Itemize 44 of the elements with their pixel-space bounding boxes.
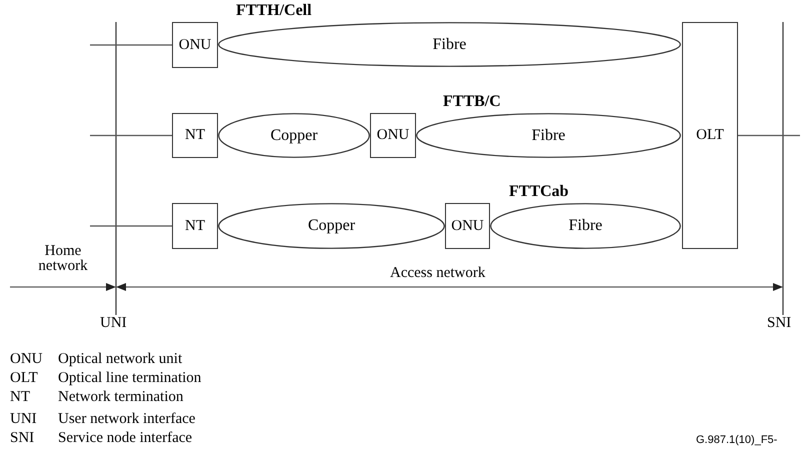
node-label: ONU: [376, 126, 410, 146]
abbreviation: ONU: [10, 352, 42, 367]
zone-label: Access network: [390, 266, 486, 281]
definition: Network termination: [58, 390, 184, 405]
equipment-box: [172, 203, 218, 249]
node-label: OLT: [696, 126, 724, 146]
connector-line: [90, 44, 172, 46]
node-label: ONU: [178, 36, 212, 55]
node-label: NT: [185, 216, 205, 236]
connector-line: [90, 134, 172, 136]
link-ellipse: [218, 113, 370, 158]
link-ellipse: [490, 203, 681, 249]
abbreviation: UNI: [10, 412, 37, 427]
definition: User network interface: [58, 412, 196, 427]
abbreviation: NT: [10, 390, 30, 405]
node-label: Fibre: [432, 34, 466, 54]
node-label: NT: [185, 126, 205, 146]
node-label: Copper: [270, 126, 318, 146]
interface-label: UNI: [100, 316, 127, 331]
node-label: Fibre: [568, 216, 602, 236]
row-label: FTTCab: [509, 184, 569, 200]
definition: Optical network unit: [58, 352, 182, 367]
row-label: FTTB/C: [443, 94, 501, 110]
row-label: FTTH/Cell: [236, 3, 312, 19]
equipment-box: [172, 113, 218, 158]
figure-id: G.987.1(10)_F5-: [696, 435, 778, 446]
equipment-box: [682, 22, 738, 249]
node-label: Copper: [308, 216, 356, 236]
definition: Service node interface: [58, 431, 192, 446]
link-ellipse: [218, 22, 681, 67]
equipment-box: [445, 203, 490, 249]
zone-label: Home network: [37, 244, 89, 274]
interface-label: SNI: [767, 316, 792, 331]
node-label: Fibre: [532, 126, 566, 146]
abbreviation: SNI: [10, 431, 34, 446]
link-ellipse: [416, 113, 681, 158]
link-ellipse: [218, 203, 445, 249]
node-label: ONU: [451, 216, 484, 236]
connector-line: [738, 134, 800, 136]
equipment-box: [172, 22, 218, 68]
equipment-box: [370, 113, 416, 158]
definition: Optical line termination: [58, 371, 202, 386]
connector-line: [90, 225, 172, 227]
abbreviation: OLT: [10, 371, 38, 386]
